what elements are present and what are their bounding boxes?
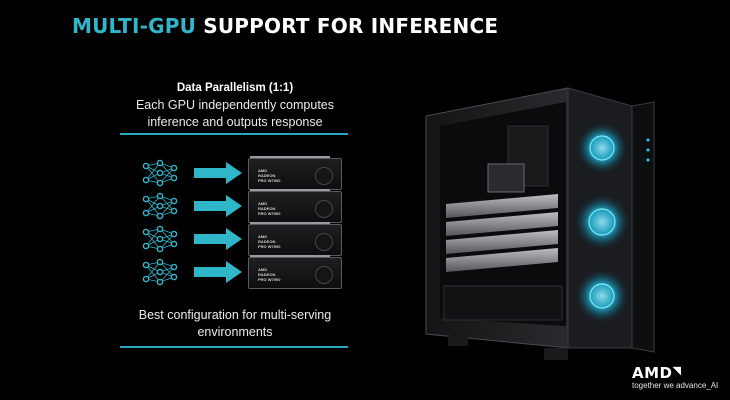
neural-network-icon [142,258,178,286]
gpu-label: AMD RADEON PRO W7900 [258,234,281,249]
gpu-label: AMD RADEON PRO W7900 [258,267,281,282]
gpu-fan [315,233,333,251]
title-rest: SUPPORT FOR INFERENCE [203,14,499,38]
parallel-row: AMD RADEON PRO W7900 [140,255,342,289]
title-accent: MULTI-GPU [72,14,197,38]
neural-network-icon [142,225,178,253]
amd-arrow-icon: ◥ [672,364,682,377]
gpu-card: AMD RADEON PRO W7900 [248,189,342,223]
parallel-row: AMD RADEON PRO W7900 [140,156,342,190]
divider-bottom [120,346,348,348]
right-arrow-icon [194,195,242,217]
right-arrow-icon [194,228,242,250]
parallel-row: AMD RADEON PRO W7900 [140,222,342,256]
gpu-card: AMD RADEON PRO W7900 [248,156,342,190]
gpu-fan [315,266,333,284]
gpu-label: AMD RADEON PRO W7900 [258,168,281,183]
neural-network-icon [142,159,178,187]
amd-tagline: together we advance_AI [632,381,719,390]
amd-wordmark: AMD [632,364,673,382]
gpu-label: AMD RADEON PRO W7900 [258,201,281,216]
right-arrow-icon [194,261,242,283]
gpu-fan [315,200,333,218]
divider-top [120,133,348,135]
gpu-card: AMD RADEON PRO W7900 [248,255,342,289]
parallel-row: AMD RADEON PRO W7900 [140,189,342,223]
gpu-card: AMD RADEON PRO W7900 [248,222,342,256]
right-arrow-icon [194,162,242,184]
subheading: Data Parallelism (1:1) [176,82,294,94]
workstation-image [425,87,655,360]
slide-title: MULTI-GPU SUPPORT FOR INFERENCE [72,14,498,38]
amd-logo: AMD◥ together we advance_AI [632,364,730,390]
footer-note: Best configuration for multi-serving env… [138,308,332,339]
neural-network-icon [142,192,178,220]
description: Each GPU independently computes inferenc… [135,98,335,129]
gpu-fan [315,167,333,185]
